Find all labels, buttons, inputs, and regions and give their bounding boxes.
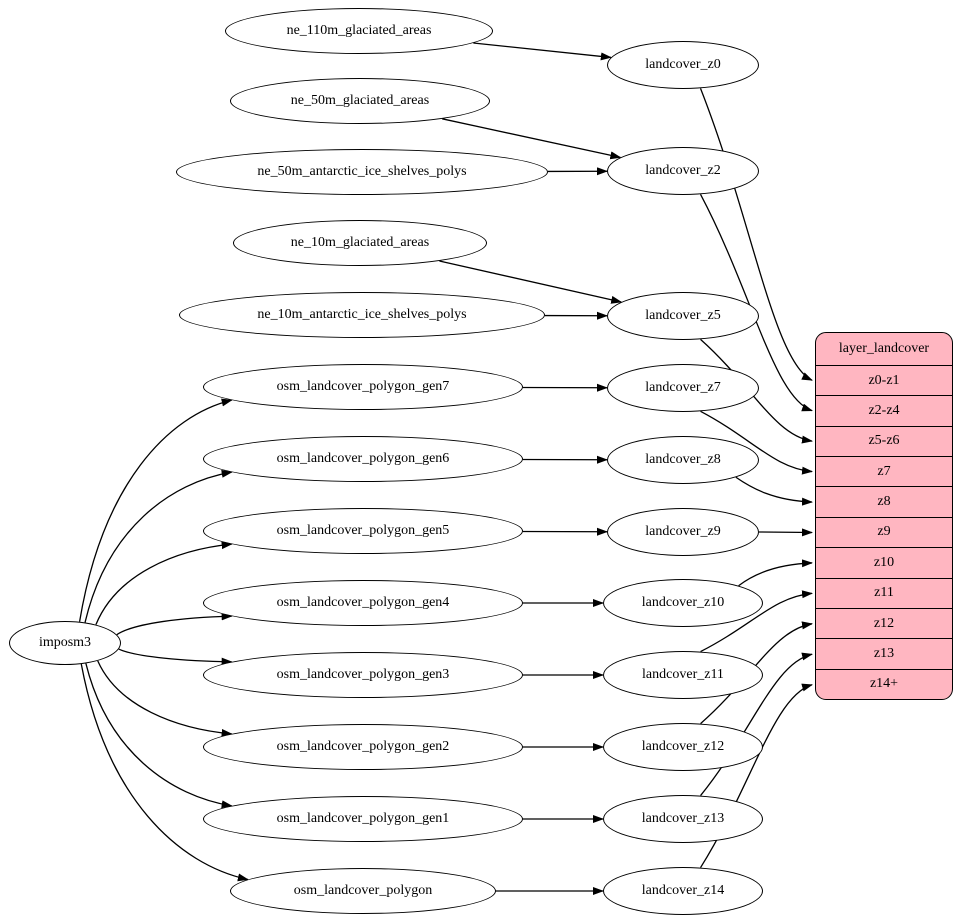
node-landcover_z10: landcover_z10 [603,579,763,627]
edge-landcover_z2-to-z2-z4 [699,194,813,412]
node-osm_landcover_polygon_gen6: osm_landcover_polygon_gen6 [203,436,523,482]
node-osm_landcover_polygon_gen2: osm_landcover_polygon_gen2 [203,724,523,770]
node-landcover_z12: landcover_z12 [603,723,763,771]
node-landcover_z11: landcover_z11 [603,651,763,699]
table-row: z12 [816,609,952,640]
node-landcover_z8: landcover_z8 [607,436,759,484]
table-layer-landcover: layer_landcover z0-z1 z2-z4 z5-z6 z7 z8 … [815,332,953,700]
edge-imposm3-to-osm_landcover_polygon_gen6 [84,469,233,623]
edge-landcover_z8-to-z8 [735,476,813,506]
edge-imposm3-to-osm_landcover_polygon [80,663,249,882]
node-landcover_z0: landcover_z0 [607,41,759,89]
node-landcover_z2: landcover_z2 [607,147,759,195]
node-osm_landcover_polygon_gen4: osm_landcover_polygon_gen4 [203,580,523,626]
edge-landcover_z5-to-z5-z6 [700,338,813,444]
node-imposm3: imposm3 [9,621,121,665]
edge-imposm3-to-osm_landcover_polygon_gen3 [118,648,233,666]
edge-ne_50m_glaciated_areas-to-landcover_z2 [442,118,622,160]
table-row: z2-z4 [816,396,952,427]
edge-imposm3-to-osm_landcover_polygon_gen4 [116,612,233,636]
edge-imposm3-to-osm_landcover_polygon_gen5 [95,541,233,625]
edge-landcover_z7-to-z7 [700,410,813,475]
table-title: layer_landcover [816,333,952,366]
edge-landcover_z11-to-z11 [700,590,813,653]
edge-imposm3-to-osm_landcover_polygon_gen7 [78,398,233,622]
node-ne_50m_antarctic_ice_shelves_polys: ne_50m_antarctic_ice_shelves_polys [176,149,548,195]
node-ne_110m_glaciated_areas: ne_110m_glaciated_areas [225,8,493,54]
edge-landcover_z10-to-z10 [738,559,813,587]
table-row: z14+ [869,676,899,692]
table-row: z7 [816,457,952,488]
node-osm_landcover_polygon_gen5: osm_landcover_polygon_gen5 [203,508,523,554]
node-landcover_z5: landcover_z5 [607,292,759,340]
node-osm_landcover_polygon_gen7: osm_landcover_polygon_gen7 [203,364,523,410]
node-ne_50m_glaciated_areas: ne_50m_glaciated_areas [230,78,490,124]
node-ne_10m_antarctic_ice_shelves_polys: ne_10m_antarctic_ice_shelves_polys [179,292,545,338]
node-landcover_z13: landcover_z13 [603,795,763,843]
node-ne_10m_glaciated_areas: ne_10m_glaciated_areas [233,220,487,266]
edge-landcover_z0-to-z0-z1 [699,88,813,381]
table-row: z8 [816,487,952,518]
edge-ne_10m_glaciated_areas-to-landcover_z5 [439,260,623,304]
table-row: z0-z1 [816,366,952,397]
node-osm_landcover_polygon: osm_landcover_polygon [230,868,496,914]
table-row: z5-z6 [816,427,952,458]
table-row: z9 [816,518,952,549]
node-osm_landcover_polygon_gen1: osm_landcover_polygon_gen1 [203,796,523,842]
node-landcover_z9: landcover_z9 [607,508,759,556]
edge-imposm3-to-osm_landcover_polygon_gen2 [97,660,233,737]
table-row: z10 [816,548,952,579]
node-osm_landcover_polygon_gen3: osm_landcover_polygon_gen3 [203,652,523,698]
node-landcover_z7: landcover_z7 [607,364,759,412]
edge-imposm3-to-osm_landcover_polygon_gen1 [85,663,233,809]
table-row: z13 [816,639,952,670]
edge-landcover_z12-to-z12 [700,621,813,725]
table-row: z11 [816,579,952,609]
edge-ne_110m_glaciated_areas-to-landcover_z0 [473,42,612,61]
node-landcover_z14: landcover_z14 [603,867,763,915]
edge-landcover_z13-to-z13 [700,652,813,796]
